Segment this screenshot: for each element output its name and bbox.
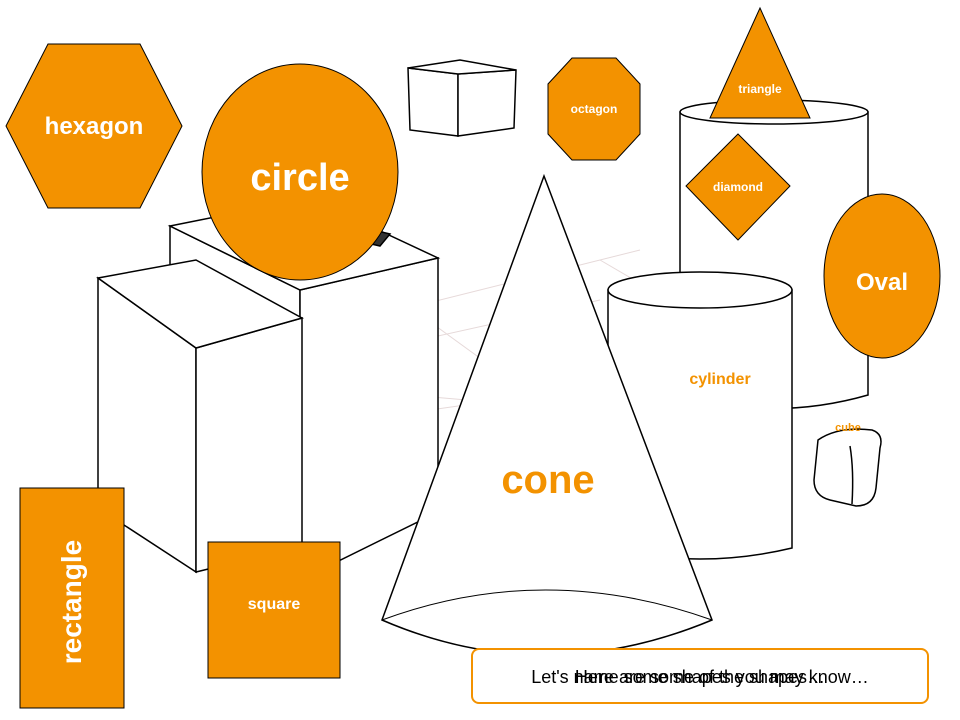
circle-label: circle: [250, 157, 350, 199]
triangle-label: triangle: [738, 82, 782, 96]
square-shape: [207, 541, 341, 679]
caption-text-a: Here are some of the shapes…: [574, 667, 826, 687]
oval-shape: [823, 193, 941, 359]
cone-label: cone: [501, 458, 595, 502]
octagon-label: octagon: [570, 102, 618, 116]
diamond-label: diamond: [713, 180, 763, 194]
oval-label: Oval: [855, 269, 909, 296]
cylinder-label: cylinder: [689, 371, 751, 388]
caption-box: Here are some of the shapes… Let's name …: [471, 648, 929, 704]
hexagon-label: hexagon: [44, 113, 144, 140]
circle-shape: [201, 63, 399, 281]
triangle-shape: [709, 6, 811, 119]
rectangle-label: rectangle: [56, 539, 87, 665]
rectangle-shape: [19, 487, 125, 709]
octagon-shape: [547, 57, 641, 161]
square-label: square: [247, 596, 301, 613]
diamond-shape: [685, 133, 791, 241]
front-box: [96, 259, 304, 574]
cube-label: cube: [835, 422, 861, 434]
caption-text-b: Let's name some shapes you may know…: [531, 667, 869, 687]
small-box: [407, 59, 517, 137]
rounded-cube: [813, 428, 882, 507]
hexagon-shape: [5, 43, 183, 209]
